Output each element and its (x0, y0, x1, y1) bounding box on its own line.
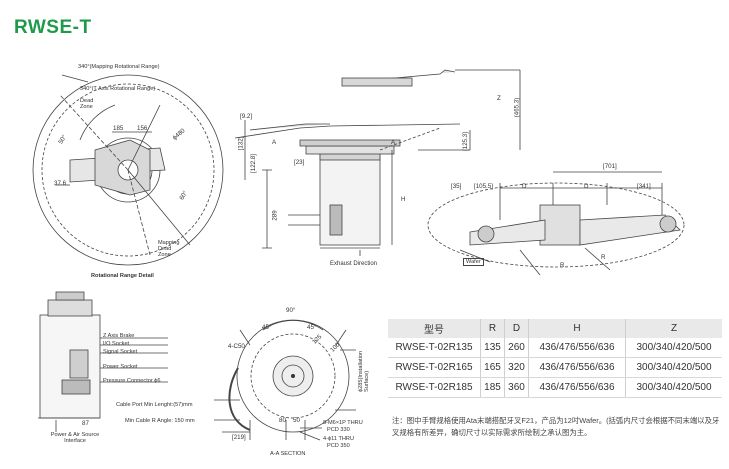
interface-caption: Power & Air Source Interface (50, 432, 100, 444)
cell-d: 360 (504, 377, 529, 398)
dim-122-8: [122.8] (249, 154, 257, 173)
mapping-range-label: 340°(Mapping Rotational Range) (78, 64, 160, 70)
dim-701: [701] (603, 163, 617, 170)
section-outer-circle (236, 319, 350, 433)
cell-r: 135 (480, 338, 505, 358)
dim-185: 185 (113, 125, 124, 132)
z-axis-brake-label: Z Axis Brake (103, 333, 135, 339)
spec-table: 型号 R D H Z RWSE-T-02R135 135 260 436/476… (388, 319, 722, 398)
col-header-z: Z (625, 319, 722, 338)
cell-h: 436/476/556/636 (528, 377, 626, 398)
dim-37-6: 37.6 (54, 180, 67, 187)
rotational-caption: Rotational Range Detail (91, 273, 154, 279)
table-row: RWSE-T-02R185 185 360 436/476/556/636 30… (388, 377, 722, 398)
thru-8-m6-label: 8-M6×1P THRU (323, 420, 363, 426)
cell-z: 300/340/420/500 (625, 377, 722, 398)
table-row: RWSE-T-02R135 135 260 436/476/556/636 30… (388, 338, 722, 358)
dim-50-sec: 50 (293, 417, 300, 424)
section-a-right: A (391, 139, 396, 146)
dim-219: [219] (232, 434, 246, 441)
dim-341: [341] (637, 183, 651, 190)
signal-socket-label: Signal Socket (103, 349, 138, 355)
t-axis-range-label: 340°(T Axis Rotational Range) (80, 86, 156, 92)
dim-35: [35] (451, 183, 462, 190)
col-header-model: 型号 (424, 325, 444, 336)
power-socket-label: Power Socket (103, 364, 138, 370)
col-header-h: H (528, 319, 626, 338)
cell-model: RWSE-T-02R185 (388, 377, 481, 398)
installation-surface-label: ϕ285(Installation Surface) (358, 350, 370, 392)
rotation-inner-circle (41, 83, 215, 257)
section-a-left: A (272, 139, 277, 146)
col-header-d: D (504, 319, 529, 338)
dim-45-right: 45° (307, 324, 317, 331)
cell-h: 436/476/556/636 (528, 338, 626, 358)
table-row: RWSE-T-02R165 165 320 436/476/556/636 30… (388, 357, 722, 378)
exhaust-caption: Exhaust Direction (330, 261, 378, 267)
pressure-connector-label: Pressure Connector ϕ6 (103, 378, 161, 384)
cable-curve (228, 367, 251, 431)
dim-d-left: D (522, 183, 527, 190)
dim-h: H (401, 196, 406, 203)
cell-z: 300/340/420/500 (625, 338, 722, 358)
cell-d: 260 (504, 338, 529, 358)
dim-9-2: [9.2] (240, 113, 253, 120)
io-socket-label: I/O Socket (103, 341, 130, 347)
rotation-outer-circle (32, 74, 224, 266)
dim-d-right: D (584, 183, 589, 190)
cable-port-label: Cable Port Min Lenght:(57)mm (116, 402, 193, 408)
dim-156: 156 (137, 125, 148, 132)
dim-90-deg: 90° (286, 307, 296, 314)
dim-r-left: R (560, 262, 565, 269)
dim-105-5: [105.5] (474, 183, 493, 190)
side-column (319, 149, 381, 246)
col-header-r: R (480, 319, 505, 338)
thru-4-11-label: 4-ϕ11 THRU (323, 436, 355, 442)
pcd-330-label: PCD 330 (327, 427, 350, 433)
dim-87: 87 (82, 420, 89, 427)
footnote: 注：图中手臂规格使用Ata末端搭配牙叉F21，产品为12吋Wafer。(括弧内尺… (392, 416, 720, 437)
dim-465-3: (465.3) (513, 97, 521, 118)
top-view-outline (427, 182, 685, 268)
dim-r-right: R (601, 254, 606, 261)
cell-h: 436/476/556/636 (528, 357, 626, 378)
side-arm (234, 123, 461, 139)
dim-132: [132] (237, 136, 245, 151)
dim-80: 80 (279, 417, 286, 424)
cell-z: 300/340/420/500 (625, 357, 722, 378)
cell-r: 185 (480, 377, 505, 398)
dim-4-c50: 4-C50 (228, 343, 245, 350)
dim-z: Z (497, 95, 501, 102)
wafer-label: Wafer (463, 258, 484, 266)
cell-model: RWSE-T-02R165 (388, 357, 481, 378)
pcd-350-label: PCD 350 (327, 443, 350, 449)
cell-model: RWSE-T-02R135 (388, 338, 481, 358)
mapping-dead-zone-label: Mapping Dead Zone (158, 240, 180, 258)
cell-r: 165 (480, 357, 505, 378)
dim-45-left: 45° (262, 324, 272, 331)
dead-zone-label: Dead Zone (80, 98, 94, 110)
cell-d: 320 (504, 357, 529, 378)
dim-289: 289 (271, 210, 279, 221)
spec-table-header: 型号 R D H Z (388, 319, 722, 338)
dim-23: [23] (294, 159, 305, 166)
page-title: RWSE-T (14, 17, 92, 38)
section-caption: A-A SECTION (270, 451, 306, 457)
min-cable-label: Min Cable R Angle: 150 mm (125, 418, 195, 424)
dim-125-3: [125.3] (461, 132, 469, 151)
